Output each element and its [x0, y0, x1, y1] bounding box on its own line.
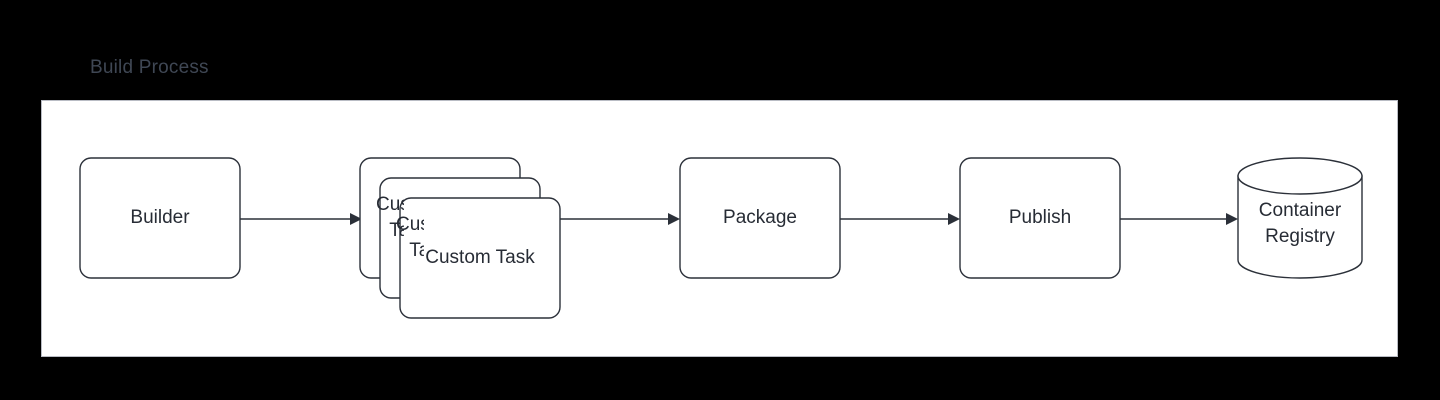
edge-publish-to-container-registry — [1120, 213, 1238, 225]
node-container-registry[interactable] — [1237, 157, 1363, 279]
node-custom-task[interactable] — [359, 157, 561, 319]
edge-custom-task-to-package — [560, 213, 680, 225]
custom-task-card-front — [399, 197, 561, 319]
edge-package-to-publish — [840, 213, 960, 225]
node-publish[interactable] — [959, 157, 1121, 279]
edge-builder-to-custom-task — [240, 213, 362, 225]
node-builder[interactable] — [79, 157, 241, 279]
page-title: Build Process — [90, 57, 209, 78]
node-package[interactable] — [679, 157, 841, 279]
